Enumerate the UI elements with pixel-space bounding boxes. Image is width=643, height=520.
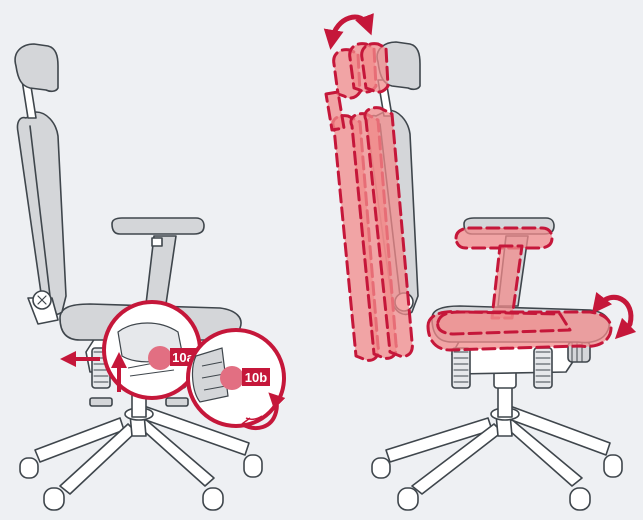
left-chair-backrest [17,112,66,324]
callout-10b-dot [220,366,244,390]
right-chair-casters [372,455,622,510]
callout-10b: 10b [188,330,284,426]
rotate-arrow-icon [332,17,368,40]
left-chair [15,44,262,510]
left-chair-headrest [15,44,58,118]
seat-depth-ghost [438,312,570,334]
left-chair-armrest [112,218,204,304]
left-chair-casters [20,455,262,510]
right-chair-adjusted-overlay [326,44,611,361]
headrest-ghost-3 [362,44,388,92]
right-chair-base [386,406,610,494]
label-10b: 10b [245,370,267,385]
callout-10a-dot [148,346,172,370]
headrest-post-ghost [326,92,344,130]
